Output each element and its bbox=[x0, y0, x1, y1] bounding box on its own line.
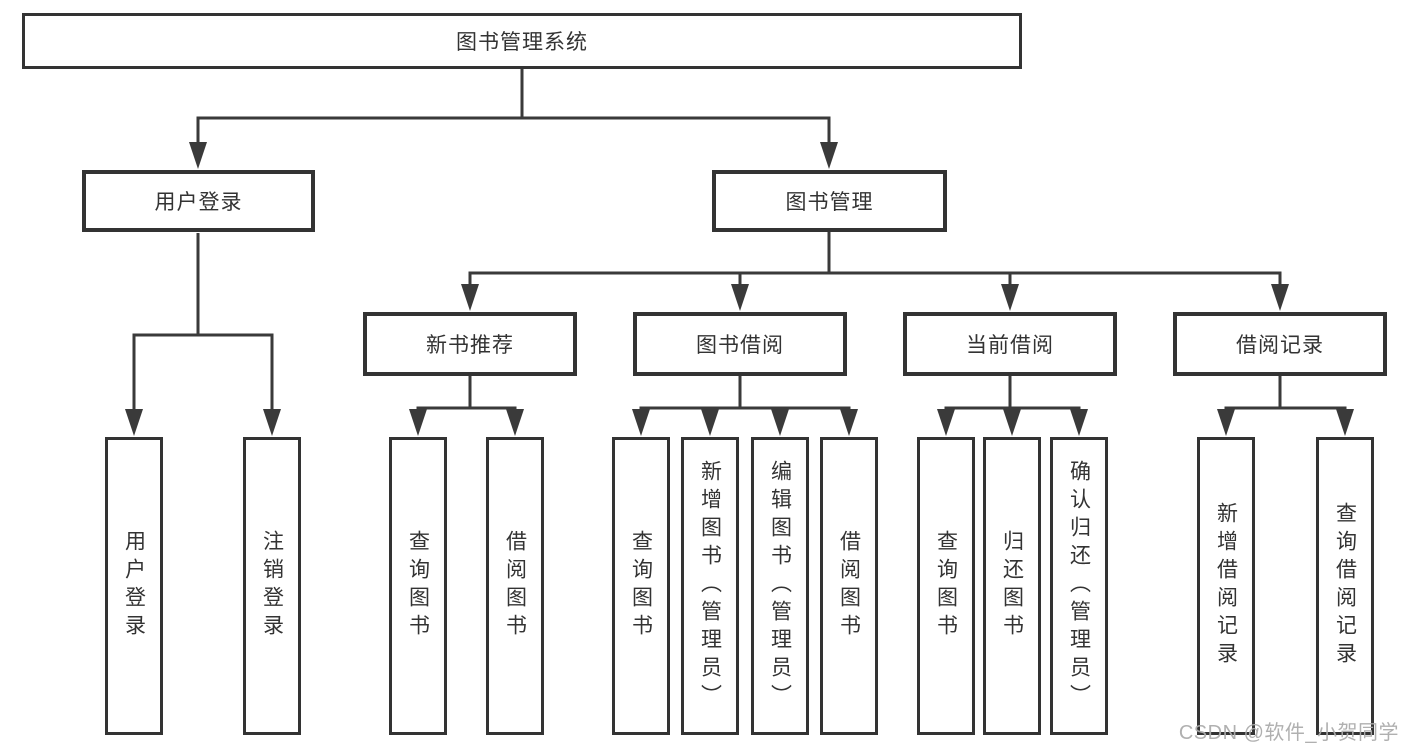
node-borrow-records: 借阅记录 bbox=[1173, 312, 1387, 376]
node-user-login-label: 用户登录 bbox=[154, 191, 243, 214]
leaf-confirm-return-admin-label: 确认归还（管理员） bbox=[1067, 460, 1091, 712]
leaf-borrow-book-label: 借阅图书 bbox=[837, 530, 861, 642]
leaf-query-book-current: 查询图书 bbox=[917, 437, 975, 735]
leaf-query-book-borrow: 查询图书 bbox=[612, 437, 670, 735]
watermark: CSDN @软件_小贺同学 bbox=[1178, 722, 1399, 744]
leaf-add-book-admin: 新增图书（管理员） bbox=[681, 437, 739, 735]
leaf-borrow-book-recommend-label: 借阅图书 bbox=[503, 530, 527, 642]
leaf-user-login-label: 用户登录 bbox=[122, 530, 146, 642]
node-user-login: 用户登录 bbox=[82, 170, 315, 232]
leaf-borrow-book-recommend: 借阅图书 bbox=[486, 437, 544, 735]
leaf-query-borrow-record-label: 查询借阅记录 bbox=[1333, 502, 1357, 670]
node-system-root: 图书管理系统 bbox=[22, 13, 1022, 69]
leaf-edit-book-admin-label: 编辑图书（管理员） bbox=[768, 460, 792, 712]
node-current-borrow: 当前借阅 bbox=[903, 312, 1117, 376]
leaf-edit-book-admin: 编辑图书（管理员） bbox=[751, 437, 809, 735]
leaf-add-book-admin-label: 新增图书（管理员） bbox=[698, 460, 722, 712]
leaf-borrow-book: 借阅图书 bbox=[820, 437, 878, 735]
leaf-query-borrow-record: 查询借阅记录 bbox=[1316, 437, 1374, 735]
leaf-query-book-borrow-label: 查询图书 bbox=[629, 530, 653, 642]
leaf-logout-label: 注销登录 bbox=[260, 530, 284, 642]
leaf-add-borrow-record-label: 新增借阅记录 bbox=[1214, 502, 1238, 670]
node-new-book-recommend-label: 新书推荐 bbox=[426, 334, 514, 357]
node-book-management-label: 图书管理 bbox=[785, 191, 874, 214]
leaf-return-book: 归还图书 bbox=[983, 437, 1041, 735]
node-book-borrow: 图书借阅 bbox=[633, 312, 847, 376]
node-book-borrow-label: 图书借阅 bbox=[696, 334, 784, 357]
leaf-query-book-recommend: 查询图书 bbox=[389, 437, 447, 735]
leaf-confirm-return-admin: 确认归还（管理员） bbox=[1050, 437, 1108, 735]
node-system-root-label: 图书管理系统 bbox=[456, 31, 588, 54]
leaf-query-book-current-label: 查询图书 bbox=[934, 530, 958, 642]
node-new-book-recommend: 新书推荐 bbox=[363, 312, 577, 376]
leaf-logout: 注销登录 bbox=[243, 437, 301, 735]
leaf-query-book-recommend-label: 查询图书 bbox=[406, 530, 430, 642]
leaf-return-book-label: 归还图书 bbox=[1000, 530, 1024, 642]
leaf-add-borrow-record: 新增借阅记录 bbox=[1197, 437, 1255, 735]
node-book-management: 图书管理 bbox=[712, 170, 947, 232]
leaf-user-login: 用户登录 bbox=[105, 437, 163, 735]
node-current-borrow-label: 当前借阅 bbox=[966, 334, 1054, 357]
node-borrow-records-label: 借阅记录 bbox=[1236, 334, 1324, 357]
